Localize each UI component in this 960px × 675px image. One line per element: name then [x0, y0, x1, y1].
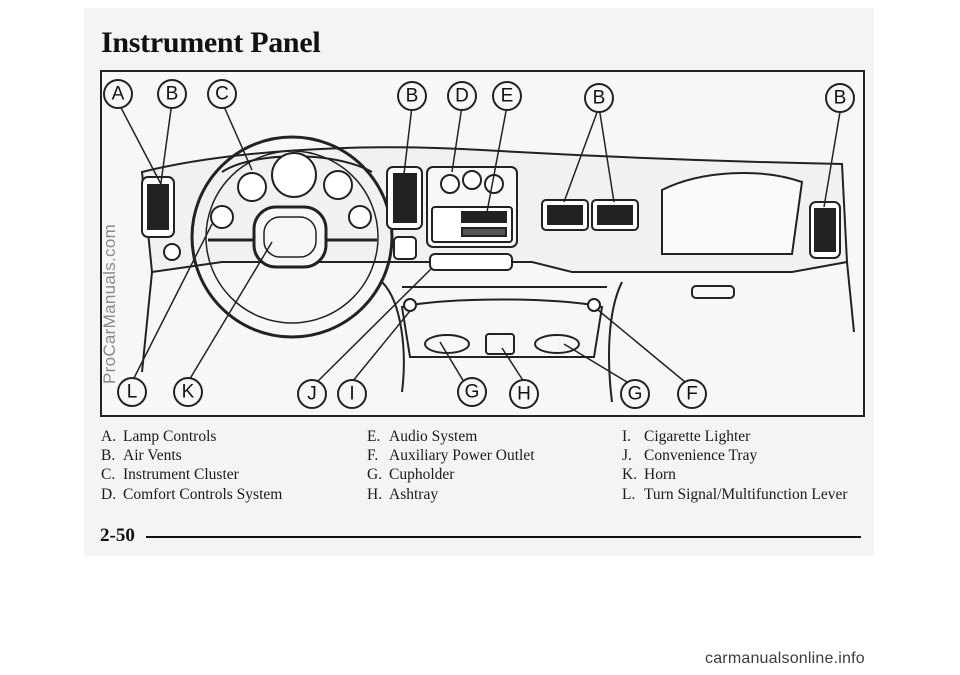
callout-f: F: [677, 379, 707, 409]
legend-item: L.Turn Signal/Multifunction Lever: [622, 485, 848, 503]
callout-g-left: G: [457, 377, 487, 407]
svg-text:F: F: [686, 384, 698, 405]
glove-box: [661, 172, 804, 255]
svg-text:L: L: [127, 382, 138, 403]
svg-text:J: J: [307, 384, 317, 405]
svg-text:G: G: [628, 384, 643, 405]
left-cupholder: [424, 334, 470, 354]
legend-item: A.Lamp Controls: [101, 428, 217, 445]
ashtray: [485, 333, 515, 355]
legend-item: F.Auxiliary Power Outlet: [367, 447, 535, 465]
watermark: ProCarManuals.com: [100, 223, 119, 384]
svg-text:I: I: [349, 384, 354, 405]
callout-i: I: [337, 379, 367, 409]
legend-item: E.Audio System: [367, 428, 478, 445]
svg-text:H: H: [517, 384, 531, 405]
svg-text:B: B: [166, 84, 179, 105]
power-outlet-socket: [587, 298, 601, 312]
callout-c: C: [207, 79, 237, 109]
callouts: A B C B D E B B L K J I G H G F: [103, 79, 855, 409]
svg-text:B: B: [593, 88, 606, 109]
callout-b-left: B: [157, 79, 187, 109]
legend-item: B.Air Vents: [101, 447, 182, 465]
svg-text:D: D: [455, 86, 469, 107]
callout-a: A: [103, 79, 133, 109]
page-number: 2-50: [100, 525, 135, 546]
instrument-panel-diagram: A B C B D E B B L K J I G H G F: [100, 70, 865, 417]
legend-item: C.Instrument Cluster: [101, 466, 239, 484]
callout-h: H: [509, 379, 539, 409]
lighter-socket: [403, 298, 417, 312]
site-footer-text: carmanualsonline.info: [705, 650, 865, 667]
callout-b-right-center: B: [584, 83, 614, 113]
callout-b-right: B: [825, 83, 855, 113]
callout-g-right: G: [620, 379, 650, 409]
legend-item: H.Ashtray: [367, 485, 439, 503]
svg-text:E: E: [501, 86, 514, 107]
legend-column-3: I.Cigarette Lighter J.Convenience Tray K…: [622, 427, 848, 504]
center-stack: [386, 166, 518, 271]
dashboard-illustration: A B C B D E B B L K J I G H G F: [103, 79, 855, 409]
legend-item: I.Cigarette Lighter: [622, 428, 751, 445]
page-title: Instrument Panel: [101, 26, 321, 59]
legend-item: J.Convenience Tray: [622, 447, 758, 465]
svg-text:K: K: [182, 382, 195, 403]
instrument-cluster: [210, 152, 373, 229]
steering-wheel: [190, 135, 394, 339]
lamp-control-knob: [163, 243, 181, 261]
svg-text:B: B: [406, 86, 419, 107]
callout-b-center: B: [397, 81, 427, 111]
svg-text:G: G: [465, 382, 480, 403]
callout-d: D: [447, 81, 477, 111]
legend-item: G.Cupholder: [367, 466, 455, 484]
leader-lines: [117, 101, 841, 383]
legend-item: K.Horn: [622, 466, 676, 484]
callout-e: E: [492, 81, 522, 111]
footer-rule: [146, 536, 861, 538]
svg-text:C: C: [215, 84, 229, 105]
callout-j: J: [297, 379, 327, 409]
left-vent: [141, 176, 181, 261]
legend-item: D.Comfort Controls System: [101, 485, 283, 503]
svg-text:A: A: [112, 84, 125, 105]
legend-column-1: A.Lamp Controls B.Air Vents C.Instrument…: [101, 427, 282, 504]
right-vent: [809, 201, 841, 259]
callout-k: K: [173, 377, 203, 407]
right-cupholder: [534, 334, 580, 354]
right-center-vents: [541, 199, 639, 231]
legend-column-2: E.Audio System F.Auxiliary Power Outlet …: [367, 427, 535, 504]
svg-text:B: B: [834, 88, 847, 109]
lower-console: [400, 298, 604, 358]
callout-l: L: [117, 377, 147, 407]
